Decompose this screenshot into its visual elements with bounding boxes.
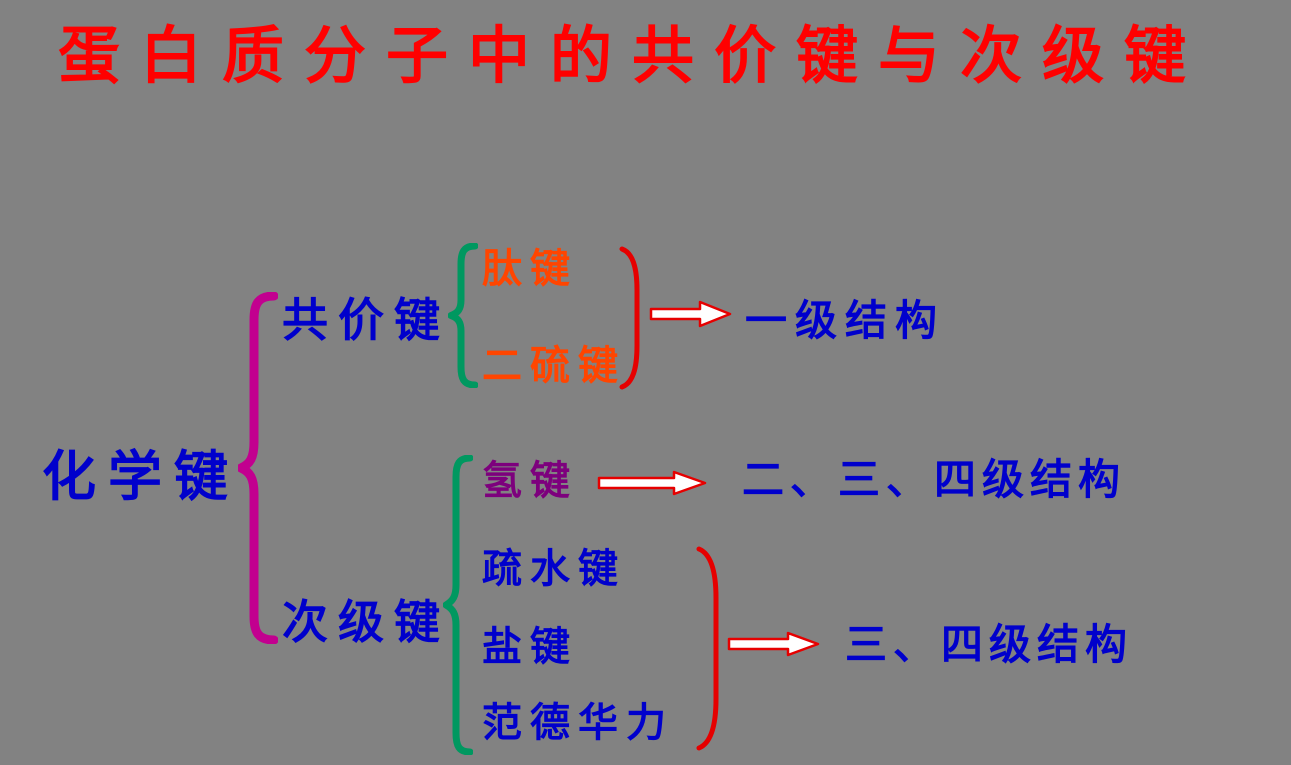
result-primary-structure: 一级结构: [745, 297, 946, 344]
result-234-structure: 二、三、四级结构: [742, 456, 1127, 503]
root-label-chemical-bonds: 化学键: [42, 447, 240, 507]
arrow-to-primary-structure: [648, 298, 733, 330]
leaf-disulfide-bond: 二硫键: [482, 344, 626, 388]
leaf-hydrogen-bond: 氢键: [482, 459, 578, 503]
secondary-group-bracket: [695, 546, 723, 751]
root-brace: [238, 292, 278, 644]
branch-covalent-label: 共价键: [282, 294, 450, 346]
secondary-brace: [443, 455, 473, 755]
covalent-group-bracket: [618, 246, 644, 390]
branch-secondary-label: 次级键: [282, 596, 450, 648]
arrow-to-34-structure: [726, 629, 821, 659]
covalent-brace: [448, 243, 478, 388]
result-34-structure: 三、四级结构: [845, 621, 1134, 668]
slide-title: 蛋白质分子中的共价键与次级键: [58, 22, 1207, 91]
leaf-van-der-waals: 范德华力: [482, 701, 674, 745]
leaf-peptide-bond: 肽键: [482, 247, 578, 291]
leaf-hydrophobic-bond: 疏水键: [482, 547, 626, 591]
arrow-to-234-structure: [596, 468, 708, 498]
leaf-salt-bond: 盐键: [482, 625, 578, 669]
